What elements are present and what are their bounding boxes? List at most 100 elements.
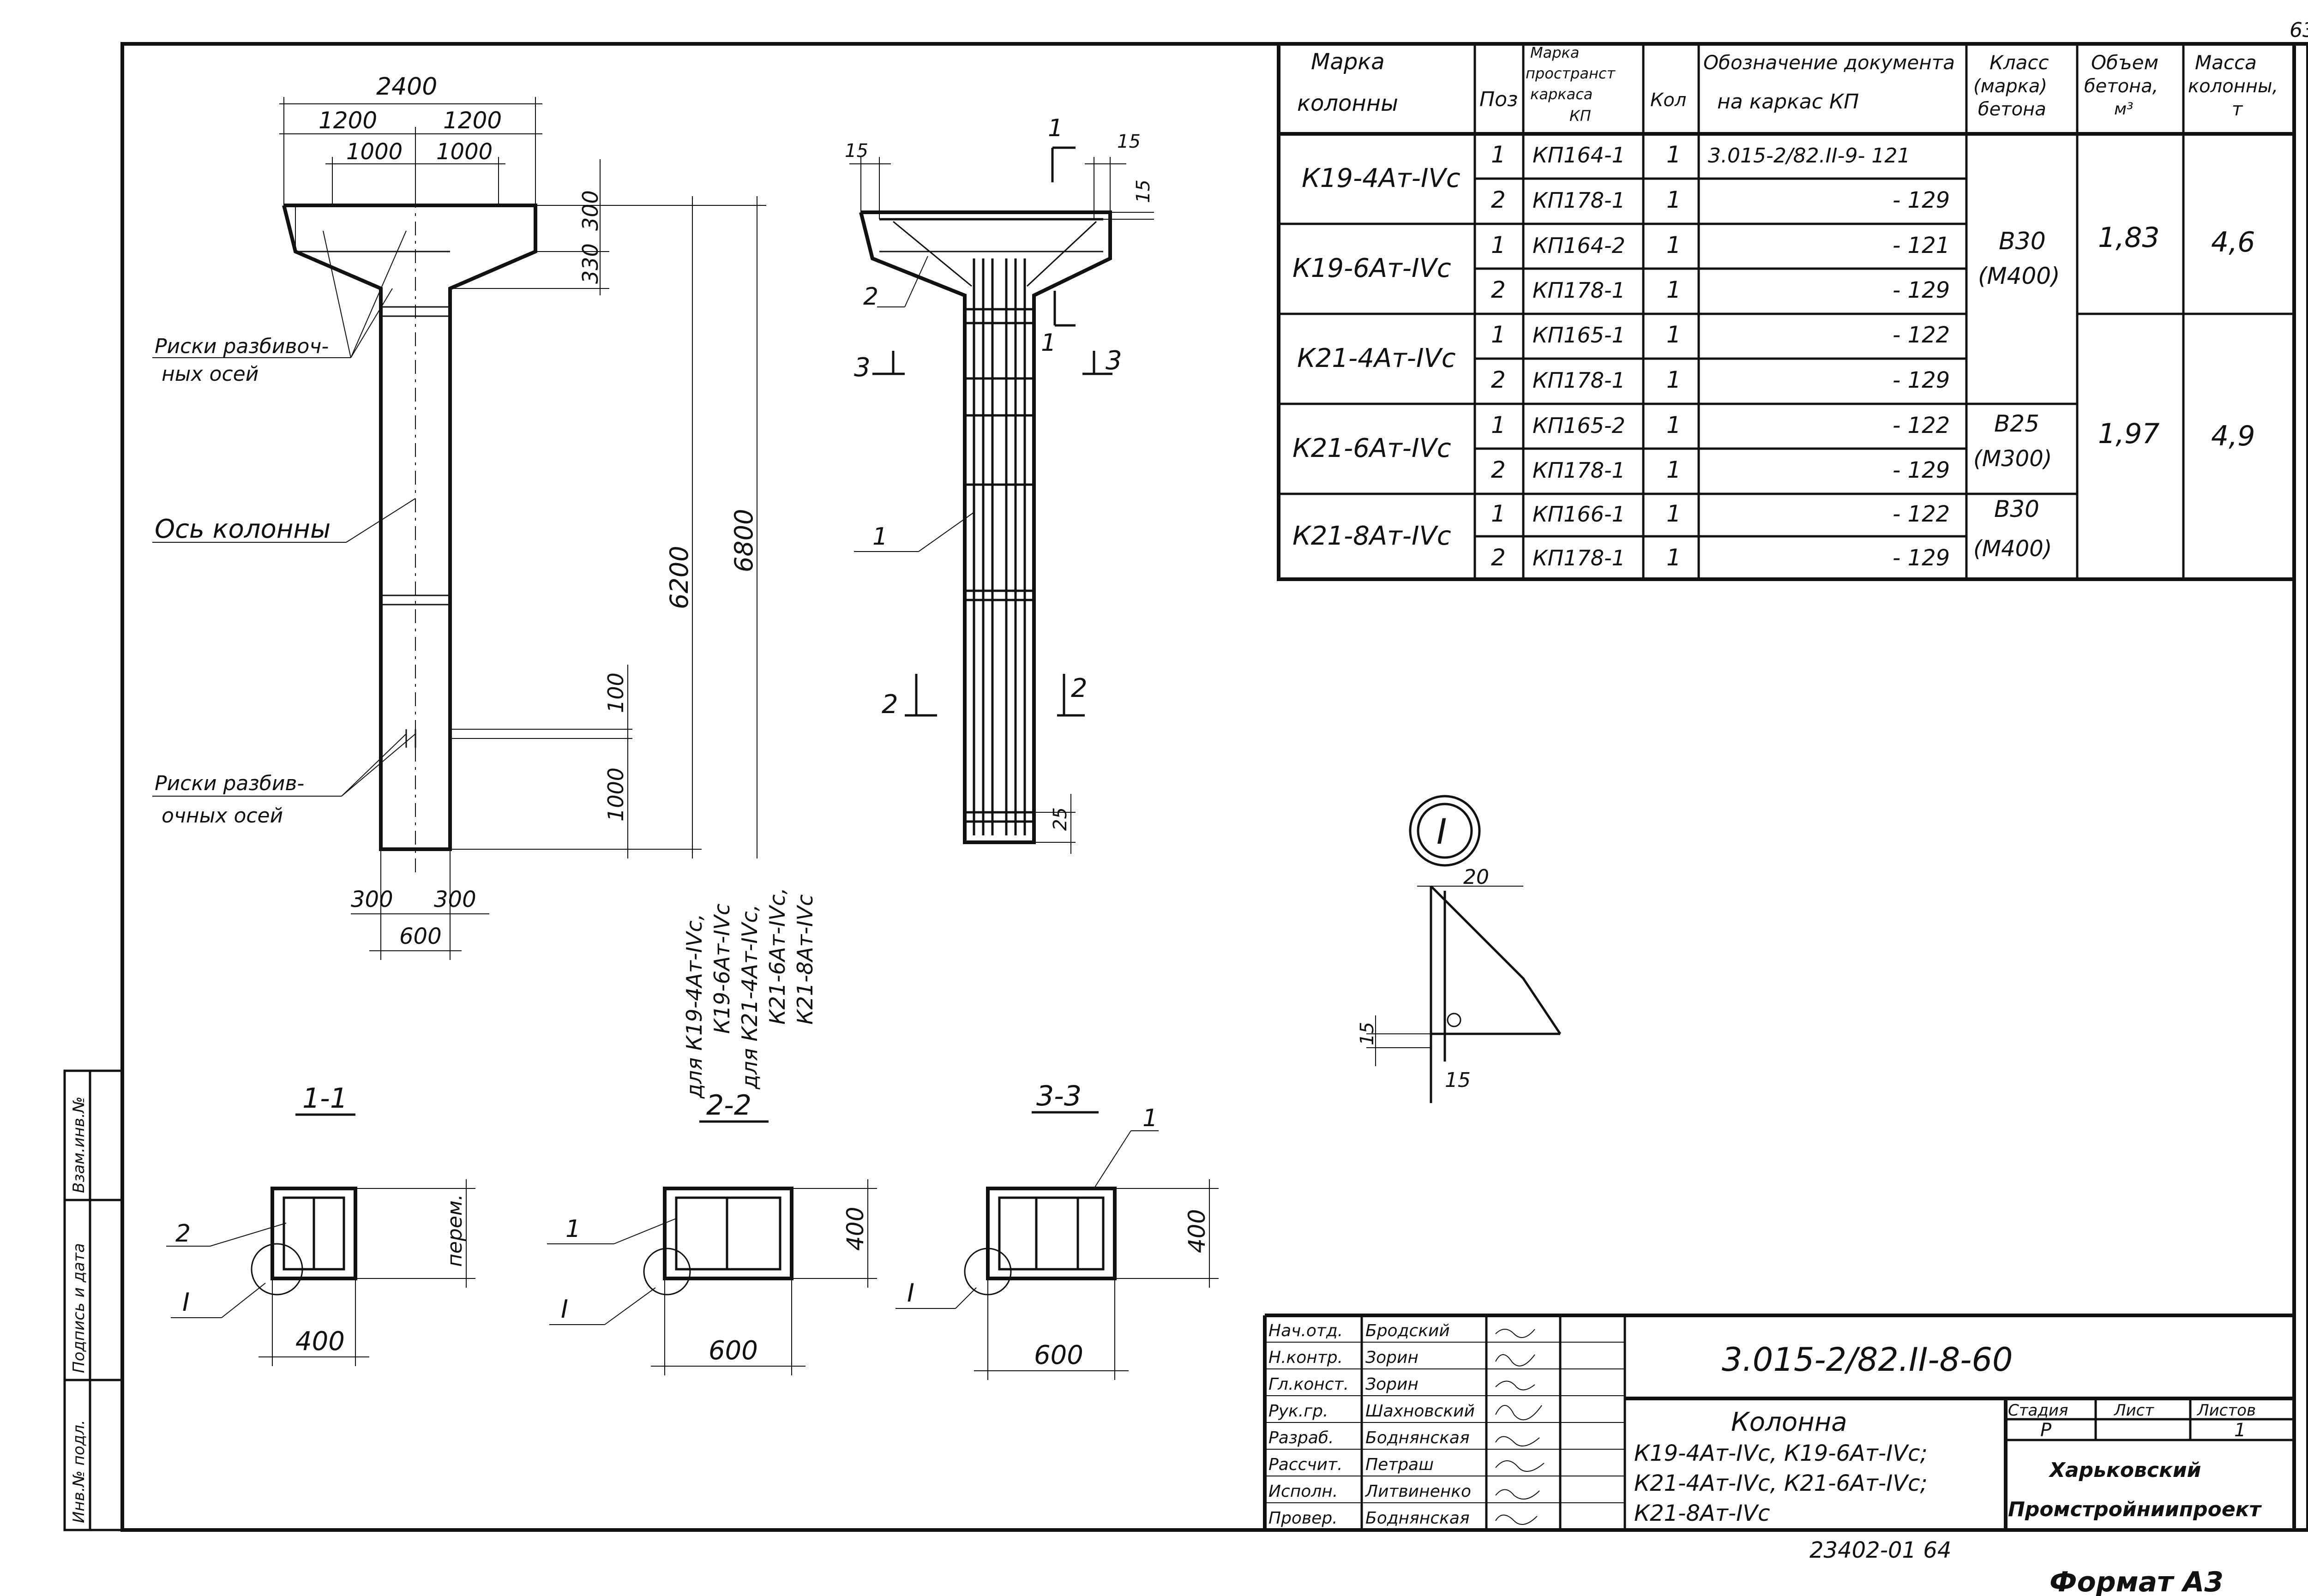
th-frame-3: каркаса [1530, 85, 1593, 103]
dim-300-top: 300 [578, 190, 603, 231]
table-row: 2 КП178-1 1 - 129 [1491, 456, 1950, 483]
rebar-dim-15-side: 15 [1133, 180, 1154, 203]
cell-pos: 2 [1491, 276, 1506, 303]
page-number: 63 [2290, 18, 2308, 42]
dim-2400: 2400 [376, 73, 437, 101]
class-b-2: (М300) [1973, 446, 2052, 472]
th-mass-1: Масса [2195, 51, 2257, 74]
cell-frame: КП178-1 [1533, 458, 1625, 483]
cell-qty: 1 [1666, 276, 1681, 303]
cell-qty: 1 [1666, 186, 1681, 213]
th-mark-2: колонны [1297, 90, 1398, 116]
table-row: 1 КП166-1 1 - 122 [1491, 500, 1950, 527]
cell-qty: 1 [1666, 366, 1681, 393]
cell-doc: 3.015-2/82.II-9- 121 [1708, 144, 1910, 168]
cell-qty: 1 [1666, 232, 1681, 258]
side-stamp: Взам.инв.№ Подпись и дата Инв.№ подл. [63, 1069, 124, 1531]
cell-pos: 2 [1491, 544, 1506, 571]
dim-1200-right: 1200 [443, 107, 502, 134]
drawing-title: Колонна [1731, 1407, 1847, 1437]
th-pos: Поз [1479, 88, 1518, 111]
th-frame-1: Марка [1530, 44, 1579, 61]
cell-doc: - 129 [1893, 367, 1950, 393]
cell-frame: КП164-1 [1533, 143, 1625, 168]
cell-frame: КП178-1 [1533, 546, 1625, 570]
cell-pos: 1 [1491, 321, 1506, 348]
signatures [1495, 1329, 1545, 1525]
doc-code: 3.015-2/82.II-8-60 [1722, 1341, 2013, 1379]
rebar-dim-25: 25 [1050, 807, 1071, 831]
staff-role: Провер. [1268, 1509, 1338, 1528]
stamp-sign-date: Подпись и дата [70, 1243, 88, 1373]
cell-qty: 1 [1666, 500, 1681, 527]
detail-i-marker: I [1436, 811, 1447, 852]
table-row: 1 КП165-1 1 - 122 [1491, 321, 1950, 348]
section-3-title: 3-3 [1036, 1080, 1082, 1112]
dim-6800: 6800 [729, 509, 758, 572]
stage-label: Стадия [2008, 1401, 2068, 1420]
staff-name: Зорин [1365, 1348, 1418, 1367]
detail-dim-15-a: 15 [1357, 1022, 1378, 1045]
vnote-4: К21-6Ат-IVс, [765, 888, 790, 1025]
class-c-2: (М400) [1973, 536, 2052, 562]
class-c-1: В30 [1994, 496, 2039, 522]
label-column-axis: Ось колонны [155, 514, 331, 544]
staff-name: Шахновский [1365, 1402, 1475, 1421]
th-frame-4: КП [1569, 107, 1591, 125]
table-row: 2 КП178-1 1 - 129 [1491, 186, 1950, 213]
column-mark: К19-4Ат-IVс [1302, 163, 1461, 193]
cell-doc: - 129 [1893, 545, 1950, 571]
dim-1000-left: 1000 [346, 139, 403, 165]
archive-number: 23402-01 64 [1809, 1537, 1951, 1563]
section-2-2: 2-2 400 600 1 I [547, 1089, 877, 1375]
cell-doc: - 121 [1893, 233, 1950, 258]
table-row: 2 КП178-1 1 - 129 [1491, 276, 1950, 303]
section-2-side-dim: 400 [842, 1207, 869, 1251]
section-1-pos-label: 2 [175, 1220, 191, 1248]
org-name-2: Промстройниипроект [2008, 1498, 2262, 1521]
drawing-subtitle-1: К19-4Ат-IVс, К19-6Ат-IVс; [1634, 1440, 1928, 1466]
table-row: 1 КП165-2 1 - 122 [1491, 412, 1950, 438]
format-label: Формат А3 [2050, 1566, 2224, 1596]
stamp-inv-orig: Инв.№ подл. [70, 1420, 88, 1523]
section-2-detail-label: I [561, 1295, 568, 1324]
volume-b: 1,97 [2098, 418, 2160, 450]
staff-name: Боднянская [1365, 1428, 1470, 1447]
sheet-label: Лист [2113, 1401, 2154, 1420]
dim-600-base: 600 [399, 924, 442, 949]
rebar-pos-1: 1 [872, 523, 888, 551]
staff-role: Разраб. [1268, 1428, 1334, 1447]
section-3-detail-label: I [907, 1278, 914, 1308]
cell-frame: КП166-1 [1533, 502, 1625, 527]
section-3-pos-label: 1 [1142, 1104, 1158, 1132]
column-mark: К21-4Ат-IVс [1297, 343, 1456, 373]
cell-qty: 1 [1666, 456, 1681, 483]
detail-i: I 20 15 15 [1357, 795, 1562, 1103]
dim-300-right: 300 [434, 887, 476, 912]
cell-doc: - 122 [1893, 322, 1950, 348]
section-1-detail-label: I [182, 1288, 190, 1317]
vnote-2: К19-6Ат-IVс [709, 904, 734, 1034]
th-mass-3: т [2232, 99, 2243, 120]
cell-doc: - 129 [1893, 457, 1950, 483]
cell-frame: КП165-1 [1533, 323, 1625, 348]
th-class-3: бетона [1978, 99, 2046, 120]
staff-role: Гл.конст. [1268, 1375, 1349, 1394]
rebar-stirrups [965, 308, 1034, 823]
staff-name: Петраш [1365, 1455, 1434, 1474]
cell-frame: КП178-1 [1533, 368, 1625, 393]
sheets-value: 1 [2234, 1420, 2246, 1441]
spec-table: Марка колонны Поз Марка пространст карка… [1277, 42, 2296, 581]
section-3-side-dim: 400 [1184, 1209, 1210, 1253]
dim-330: 330 [578, 243, 603, 284]
table-row: 2 КП178-1 1 - 129 [1491, 544, 1950, 571]
section-3-width-dim: 600 [1034, 1340, 1083, 1370]
dim-1200-left: 1200 [319, 107, 377, 134]
th-vol-1: Объем [2091, 51, 2158, 74]
th-frame-2: пространст [1526, 65, 1616, 82]
rebar-dim-15-left: 15 [845, 140, 868, 162]
class-a-1: В30 [1999, 228, 2046, 255]
cell-qty: 1 [1666, 544, 1681, 571]
cut-3-left-label: 3 [854, 353, 871, 383]
